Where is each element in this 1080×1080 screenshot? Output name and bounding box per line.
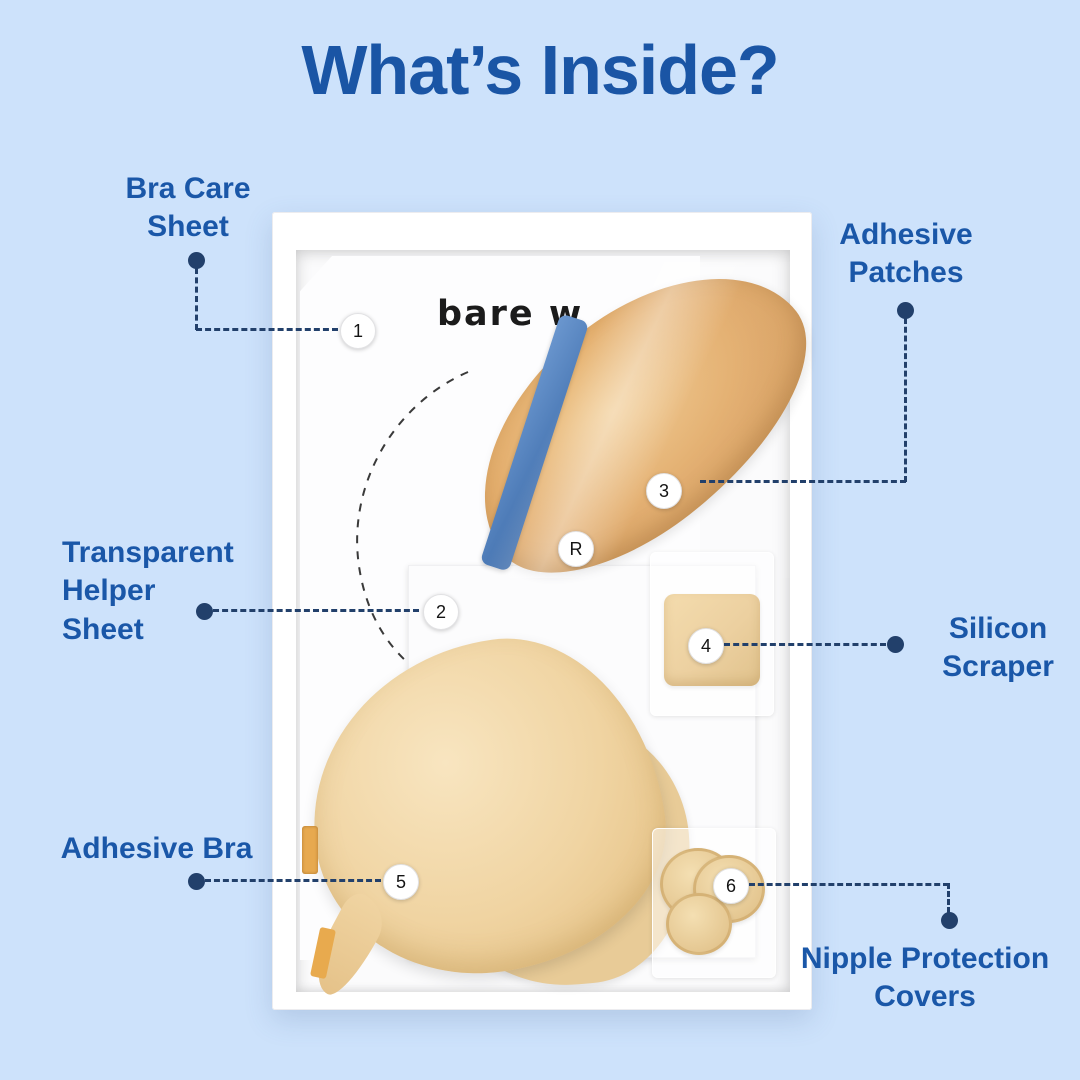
callout-dot: [887, 636, 904, 653]
callout-dot: [188, 873, 205, 890]
callout-line: [947, 883, 950, 913]
label-adhesive-patches: Adhesive Patches: [839, 218, 973, 290]
marker-2: 2: [423, 594, 459, 630]
callout-line: [195, 268, 198, 330]
callout-line: [904, 318, 907, 482]
callout-line: [213, 609, 419, 612]
callout-dot: [941, 912, 958, 929]
label-transparent-helper-sheet: Transparent Helper Sheet: [62, 536, 234, 646]
label-silicon-scraper: Silicon Scraper: [942, 612, 1054, 684]
callout-dot: [196, 603, 213, 620]
label-nipple-protection-covers: Nipple Protection Covers: [800, 942, 1050, 1014]
callout-line: [196, 328, 338, 331]
marker-3: 3: [646, 473, 682, 509]
label-bra-care-sheet: Bra Care Sheet: [125, 172, 251, 244]
callout-line: [205, 879, 381, 882]
callout-dot: [897, 302, 914, 319]
callout-line: [749, 883, 949, 886]
nipple-cover-disc: [666, 893, 732, 955]
marker-4: 4: [688, 628, 724, 664]
page-title: What’s Inside?: [301, 31, 779, 109]
label-adhesive-bra: Adhesive Bra: [60, 832, 253, 865]
marker-6: 6: [713, 868, 749, 904]
bra-clasp: [302, 826, 318, 874]
callout-line: [724, 643, 886, 646]
callout-line: [700, 480, 906, 483]
marker-5: 5: [383, 864, 419, 900]
marker-r: R: [558, 531, 594, 567]
callout-dot: [188, 252, 205, 269]
marker-1: 1: [340, 313, 376, 349]
